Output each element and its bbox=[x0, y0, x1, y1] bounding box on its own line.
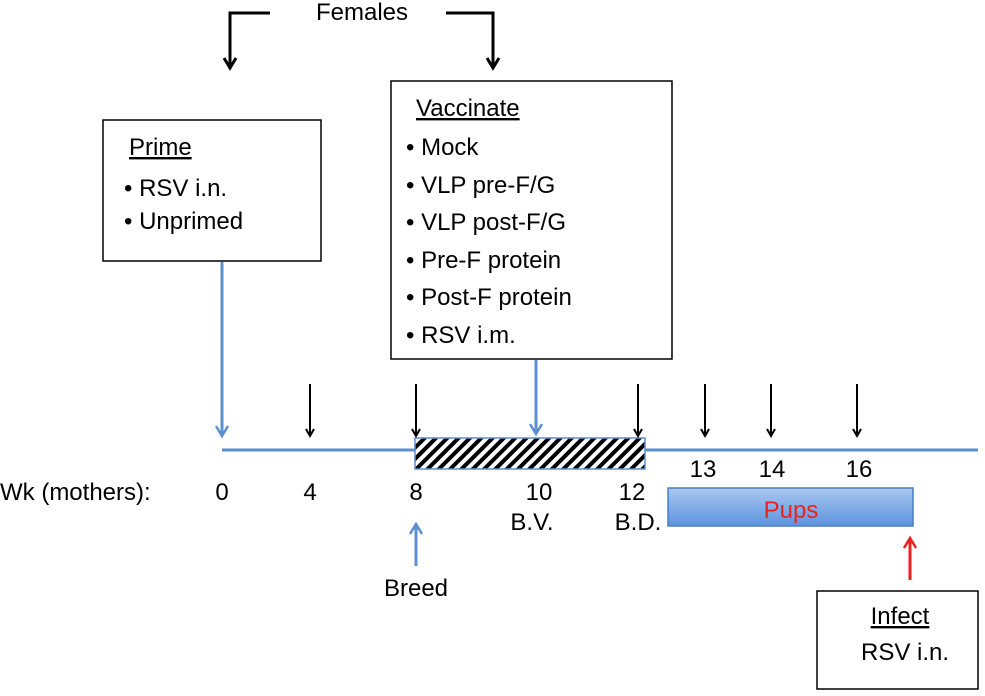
prime-box: Prime • RSV i.n. • Unprimed bbox=[102, 119, 322, 262]
prime-item: • Unprimed bbox=[124, 208, 243, 235]
vaccinate-item: • Pre-F protein bbox=[406, 247, 561, 274]
tick-label: 0 bbox=[215, 479, 228, 506]
infect-subtitle: RSV i.n. bbox=[861, 639, 949, 666]
tick-label: 4 bbox=[303, 479, 316, 506]
vaccinate-box: Vaccinate • Mock • VLP pre-F/G • VLP pos… bbox=[390, 80, 673, 360]
vaccinate-title: Vaccinate bbox=[416, 95, 520, 122]
axis-label: Wk (mothers): bbox=[0, 479, 151, 506]
tick-label: 16 bbox=[846, 456, 873, 483]
pups-label: Pups bbox=[764, 497, 819, 524]
bv-label: B.V. bbox=[510, 509, 553, 536]
vaccinate-item: • Mock bbox=[406, 134, 479, 161]
breed-label: Breed bbox=[384, 575, 448, 602]
bd-label: B.D. bbox=[615, 509, 662, 536]
tick-label: 12 bbox=[619, 479, 646, 506]
tick-label: 8 bbox=[409, 479, 422, 506]
infect-box: Infect RSV i.n. bbox=[816, 590, 979, 690]
vaccination-period-hatch bbox=[414, 437, 646, 470]
tick-label: 14 bbox=[759, 456, 786, 483]
females-left-arrow bbox=[222, 11, 270, 71]
females-label: Females bbox=[316, 0, 408, 26]
females-right-arrow bbox=[446, 11, 501, 71]
infect-title: Infect bbox=[871, 603, 930, 630]
vaccinate-item: • VLP post-F/G bbox=[406, 209, 566, 236]
vaccinate-item: • RSV i.m. bbox=[406, 322, 516, 349]
pups-bar: Pups bbox=[667, 487, 914, 527]
tick-label: 13 bbox=[690, 456, 717, 483]
vaccinate-item: • Post-F protein bbox=[406, 284, 572, 311]
tick-label: 10 bbox=[526, 479, 553, 506]
prime-item: • RSV i.n. bbox=[124, 175, 227, 202]
prime-title: Prime bbox=[129, 134, 192, 161]
vaccinate-item: • VLP pre-F/G bbox=[406, 172, 555, 199]
